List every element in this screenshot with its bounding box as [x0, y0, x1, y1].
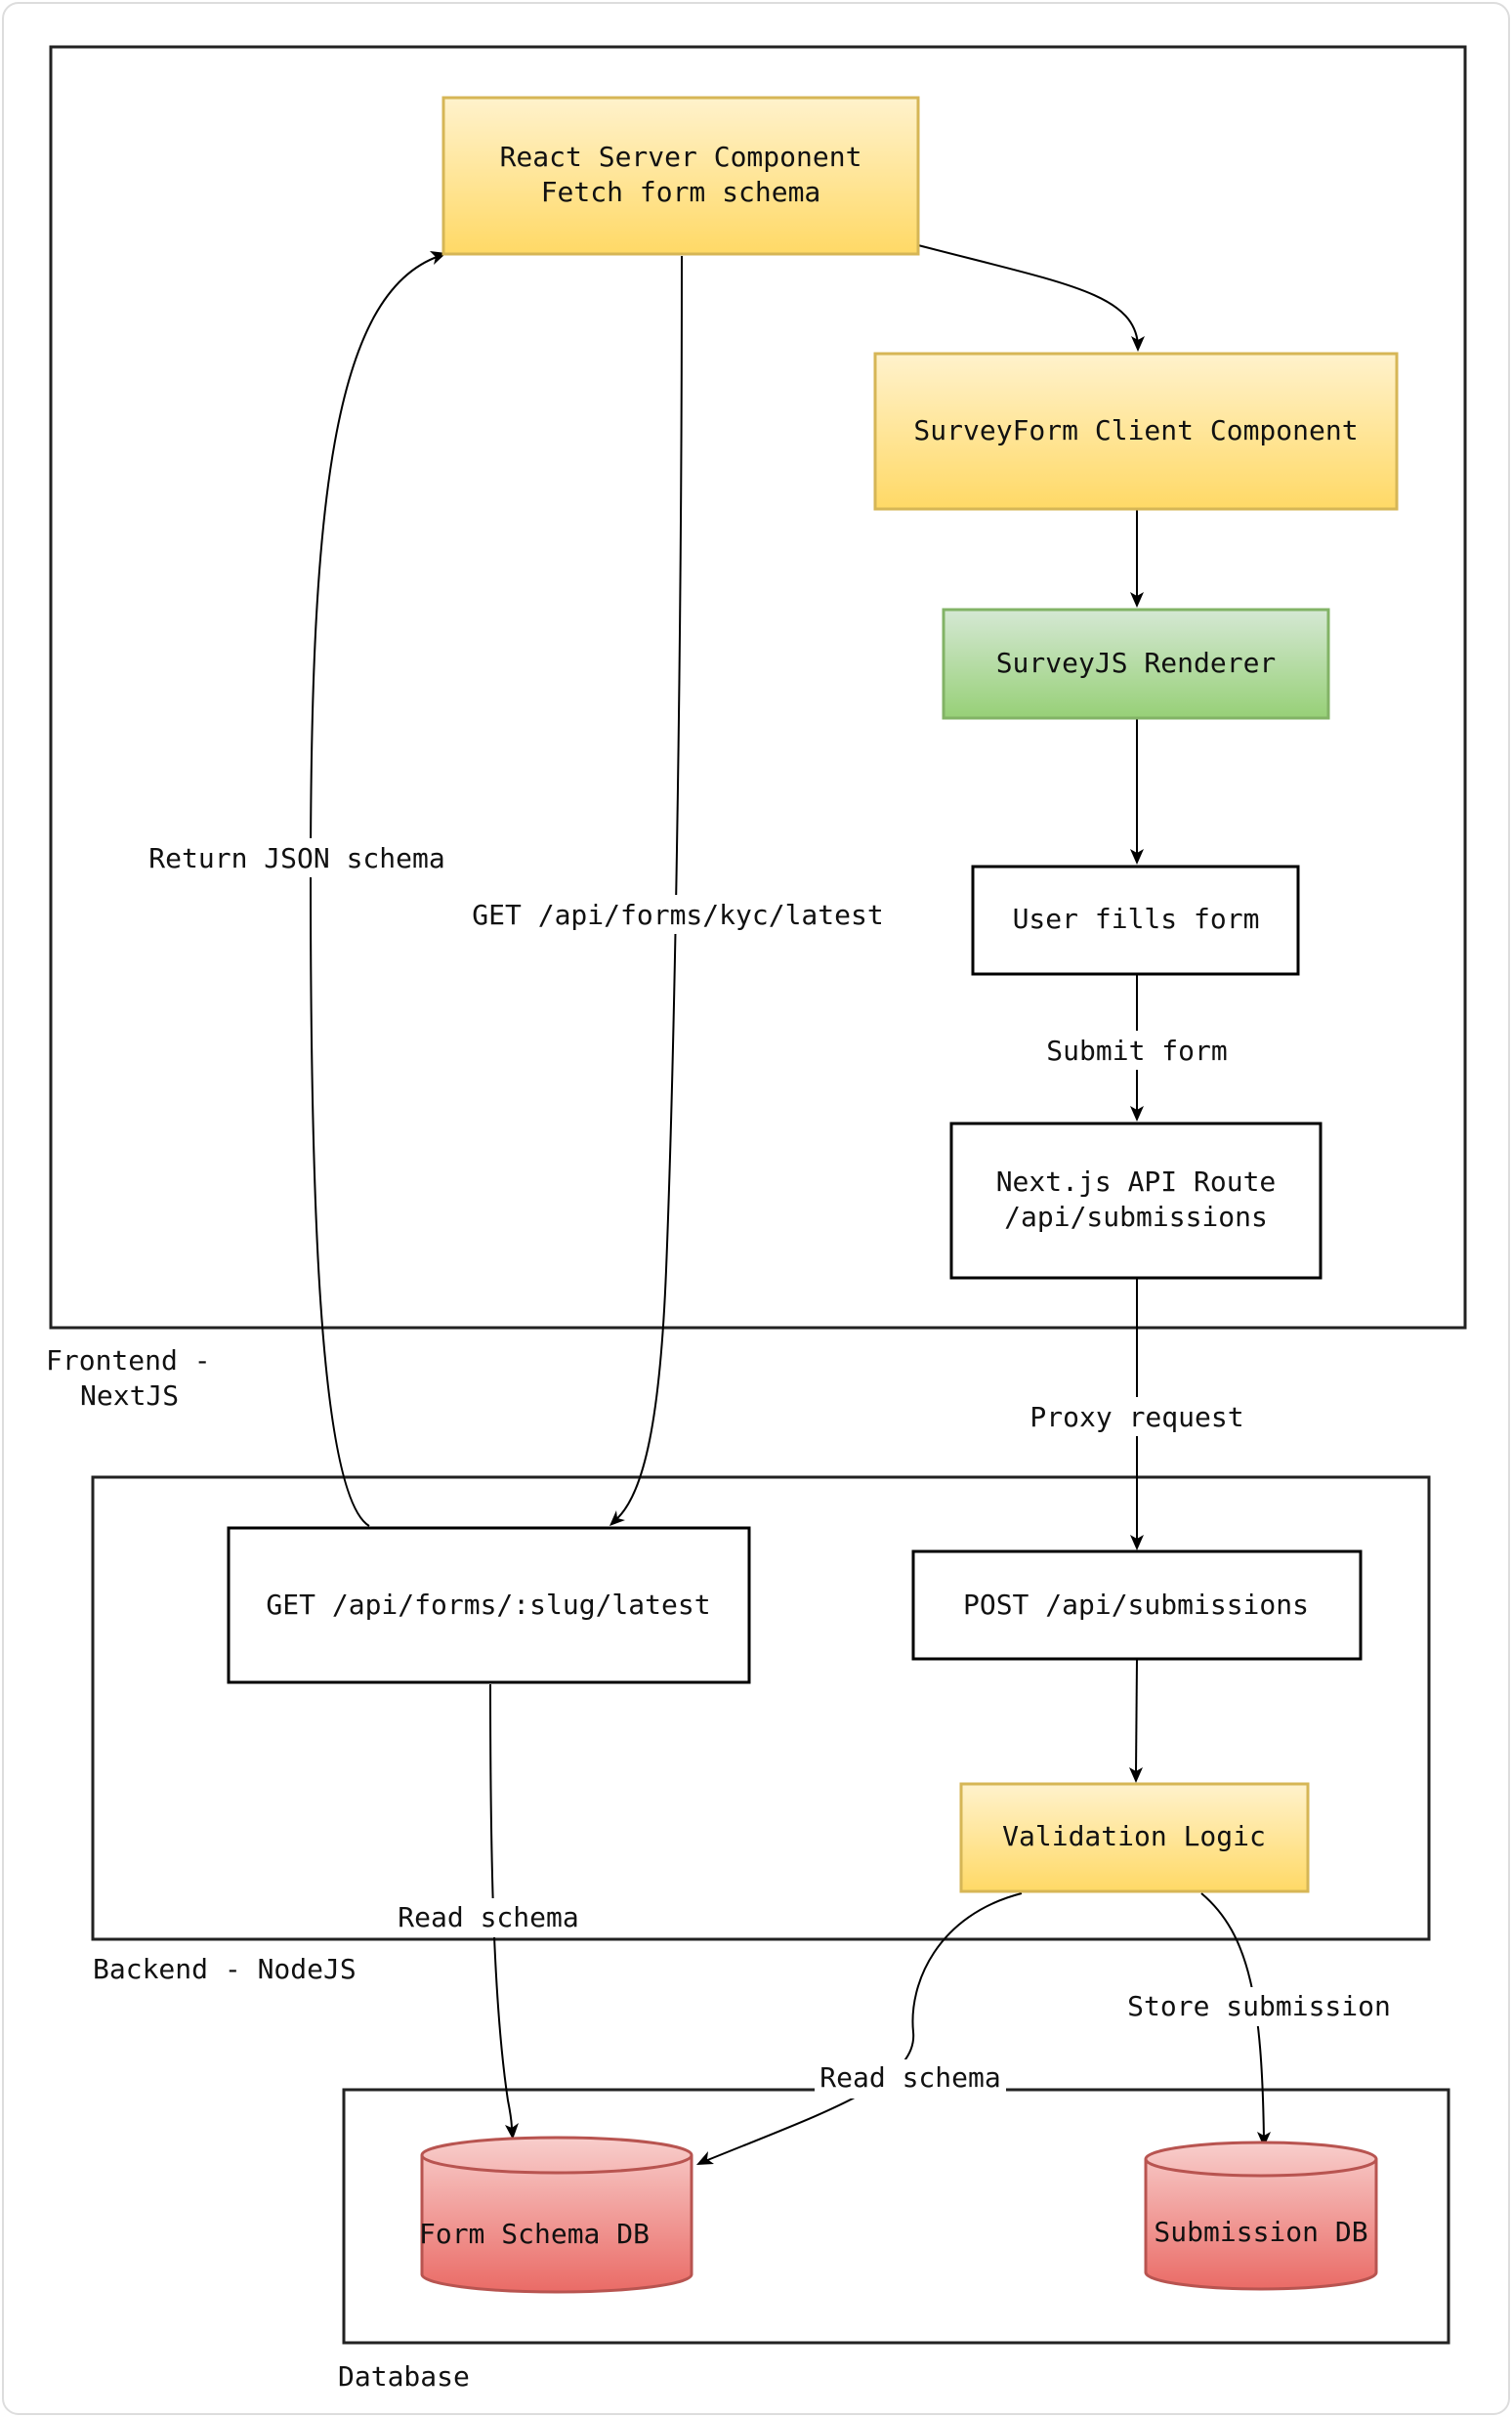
edge-label-proxy-request: Proxy request	[1029, 1401, 1243, 1433]
node-label: GET /api/forms/:slug/latest	[266, 1589, 710, 1621]
frontend-group-label: Frontend -	[46, 1344, 211, 1377]
node-nextjs-api-route: Next.js API Route /api/submissions	[949, 1122, 1323, 1280]
frontend-group-label: NextJS	[80, 1379, 179, 1412]
edge-label-bg	[815, 2059, 1006, 2099]
arrowhead	[1130, 1106, 1144, 1122]
node-get-forms-slug-latest: GET /api/forms/:slug/latest	[227, 1526, 751, 1684]
backend-group	[91, 1475, 1431, 1941]
node-surveyform-client-component: SurveyForm Client Component	[873, 352, 1399, 511]
frontend-group	[49, 45, 1467, 1330]
edge-rsc-to-getslug	[614, 255, 683, 1521]
arrowhead	[609, 1510, 625, 1526]
edge-label-bg	[1025, 1397, 1249, 1436]
cylinder-rim	[1144, 2158, 1378, 2178]
node-label: /api/submissions	[1004, 1201, 1268, 1233]
node-validation-logic: Validation Logic	[959, 1782, 1310, 1893]
node-label: Fetch form schema	[541, 176, 821, 208]
node-label: Next.js API Route	[996, 1166, 1277, 1198]
edge-label-read-schema: Read schema	[819, 2061, 1000, 2094]
node-user-fills-form: User fills form	[971, 865, 1300, 976]
arrowhead	[696, 2151, 714, 2165]
edge-label-store-submission: Store submission	[1127, 1990, 1391, 2022]
edge-label-get-kyc: GET /api/forms/kyc/latest	[472, 899, 883, 931]
edge-post-to-validation	[1135, 1658, 1138, 1774]
node-label: Submission DB	[1154, 2216, 1367, 2248]
edge-label-bg	[144, 838, 450, 877]
edge-getslug-to-rsc	[309, 255, 441, 1527]
edge-label-bg	[1041, 1031, 1233, 1070]
node-form-schema-db: Form Schema DB	[419, 2136, 693, 2294]
arrowhead	[505, 2123, 519, 2140]
arrowhead	[1131, 336, 1145, 352]
edge-validation-to-schemadb	[704, 1892, 1023, 2162]
node-submission-db: Submission DB	[1144, 2141, 1378, 2291]
node-label: Form Schema DB	[419, 2218, 650, 2250]
node-react-server-component: React Server Component Fetch form schema	[441, 96, 920, 256]
cylinder-rim	[420, 2154, 693, 2175]
database-group-label: Database	[338, 2360, 470, 2393]
edge-label-bg	[393, 1898, 584, 1937]
arrowhead	[1129, 1767, 1143, 1783]
arrowhead	[1257, 2132, 1271, 2147]
arrowhead	[1130, 1535, 1144, 1550]
edge-validation-to-subdb	[1200, 1892, 1265, 2141]
backend-group-label: Backend - NodeJS	[93, 1953, 357, 1985]
edge-label-return-json: Return JSON schema	[148, 842, 444, 874]
node-label: Validation Logic	[1002, 1820, 1266, 1852]
edge-label-bg	[467, 895, 889, 934]
arrowhead	[1130, 849, 1144, 865]
cylinder-shape	[1144, 2141, 1378, 2291]
edge-label-submit-form: Submit form	[1046, 1035, 1227, 1067]
cylinder-shape	[420, 2136, 693, 2294]
node-label: SurveyJS Renderer	[996, 647, 1277, 679]
node-label: User fills form	[1013, 903, 1260, 935]
arrowhead	[1130, 592, 1144, 608]
node-post-submissions: POST /api/submissions	[911, 1549, 1363, 1661]
node-label: SurveyForm Client Component	[913, 414, 1358, 446]
node-label: POST /api/submissions	[963, 1589, 1309, 1621]
node-label: React Server Component	[500, 141, 862, 173]
edge-label-read-schema: Read schema	[398, 1901, 578, 1933]
edge-getslug-to-schemadb	[489, 1683, 513, 2131]
edge-rsc-to-client	[917, 244, 1139, 345]
node-surveyjs-renderer: SurveyJS Renderer	[942, 608, 1330, 720]
edge-label-bg	[1120, 1987, 1398, 2026]
